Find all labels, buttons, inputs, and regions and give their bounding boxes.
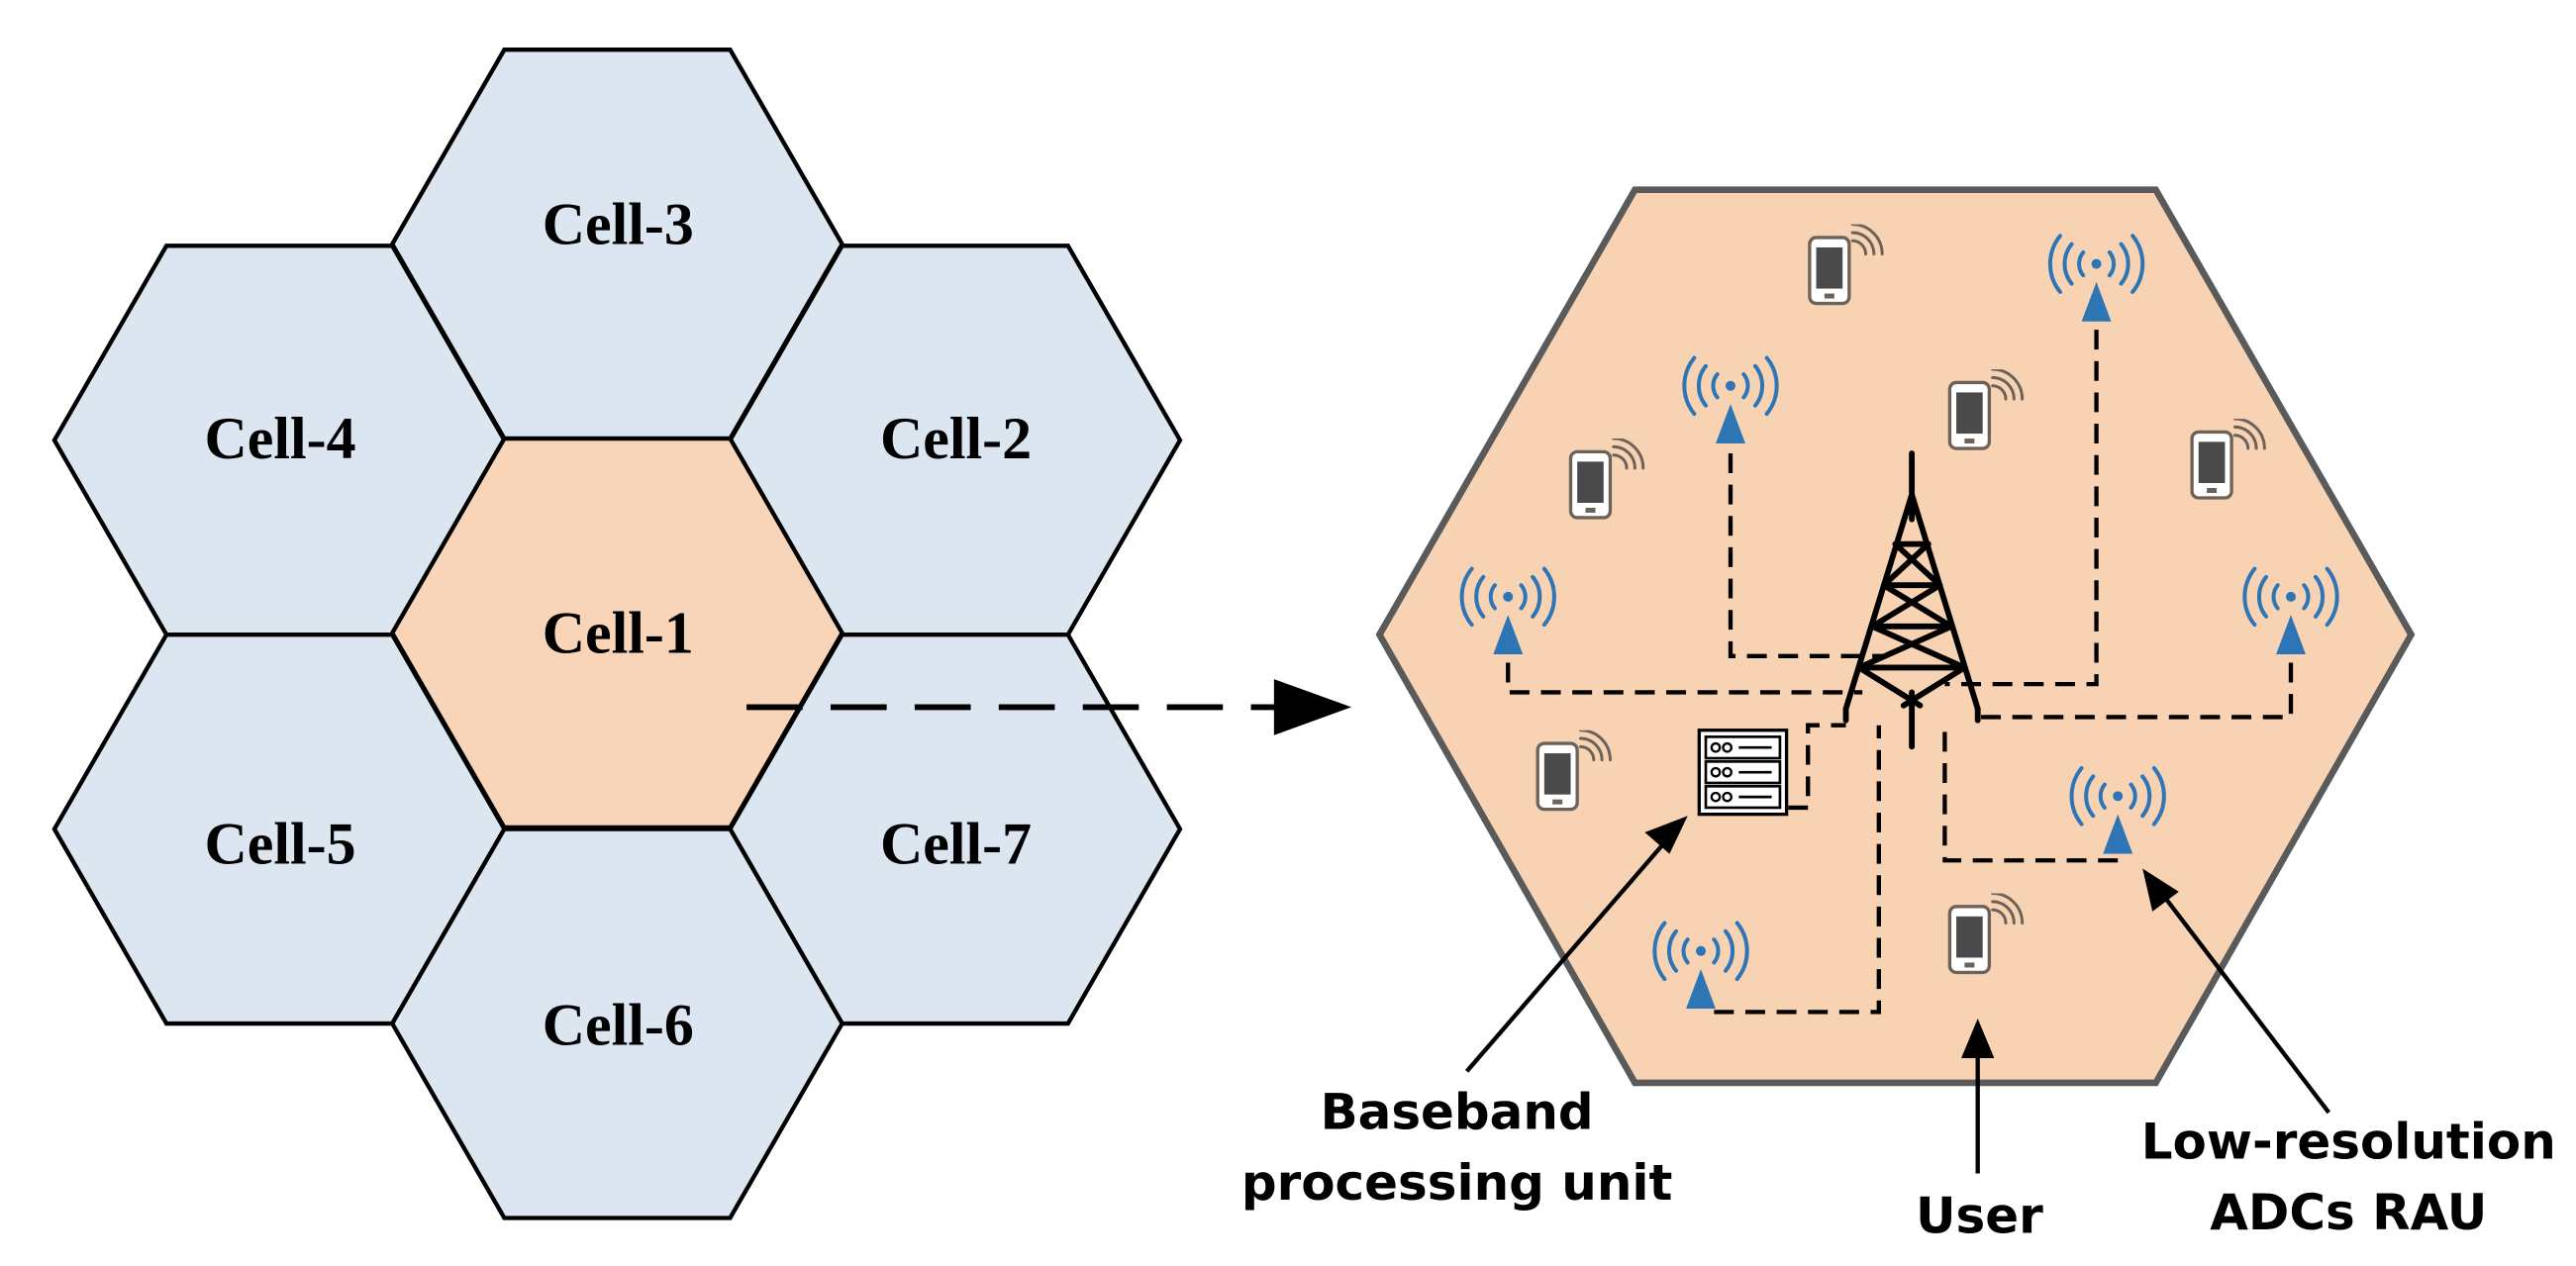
link-rau-top-left (1728, 453, 1888, 658)
server-icon (1697, 729, 1789, 817)
cell-1-label: Cell-1 (543, 600, 694, 665)
cell-3-label: Cell-3 (543, 192, 694, 257)
bbu-callout-line2: processing unit (1241, 1154, 1673, 1212)
link-rau-bottom-left (1714, 725, 1881, 1015)
bbu-callout-line1: Baseband (1321, 1084, 1594, 1141)
callouts: Baseband processing unit User Low-resolu… (1241, 816, 2556, 1244)
fronthaul-links (1506, 330, 2294, 1015)
bbu-leader-arrowhead (1644, 816, 1688, 854)
link-bbu (1788, 723, 1846, 811)
link-rau-top-right (1944, 330, 2099, 687)
rau-leader-arrowhead (2142, 868, 2179, 912)
cell-5-label: Cell-5 (204, 812, 355, 877)
cell-6-label: Cell-6 (543, 993, 694, 1058)
user-callout-line1: User (1916, 1187, 2043, 1244)
cell-4-label: Cell-4 (204, 406, 355, 471)
tower-icon (1842, 450, 1981, 750)
link-rau-left (1506, 662, 1863, 695)
rau-callout-line2: ADCs RAU (2210, 1184, 2487, 1241)
zoom-arrow-head (1273, 679, 1352, 735)
cell-grid: Cell-3 Cell-4 Cell-2 Cell-1 Cell-5 Cell-… (51, 48, 1183, 1220)
link-rau-right (1969, 662, 2294, 720)
cell-7-label: Cell-7 (880, 812, 1032, 877)
cell-1-hexagon (389, 436, 845, 830)
zoom-arrow (746, 679, 1352, 735)
zoomed-cell (1375, 186, 2416, 1087)
rau-leader (2163, 897, 2331, 1115)
cell-2-label: Cell-2 (880, 406, 1032, 471)
bbu-leader (1464, 838, 1668, 1073)
user-leader-arrowhead (1961, 1019, 1995, 1059)
rau-callout-line1: Low-resolution (2141, 1114, 2556, 1171)
link-rau-bottom-right (1942, 725, 2119, 863)
